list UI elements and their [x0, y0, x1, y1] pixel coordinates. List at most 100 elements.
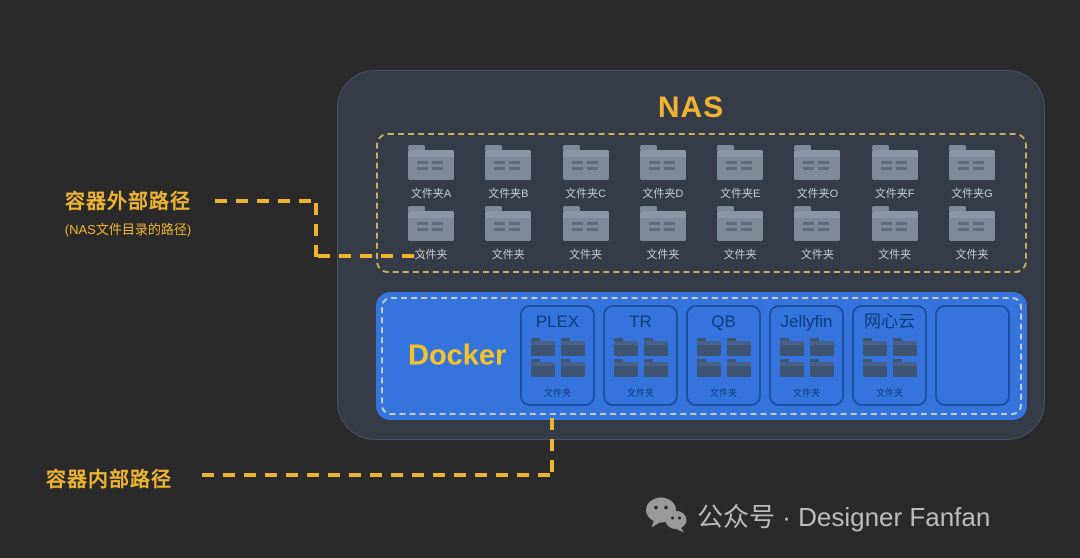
container-name: PLEX: [535, 312, 580, 331]
folder-icon: [717, 206, 764, 242]
container-folder-label: 文件夹: [543, 388, 571, 398]
container-folder-grid: [779, 338, 834, 377]
container-folder-grid: [862, 338, 917, 377]
container-folder-grid: [530, 338, 585, 377]
connector-external-vertical: [314, 203, 318, 258]
folder-label: 文件夹: [723, 249, 757, 262]
folder-label: 文件夹: [955, 249, 989, 262]
small-folder-icon: [696, 338, 721, 356]
container-name: Jellyfin: [780, 312, 833, 331]
small-folder-icon: [613, 338, 638, 356]
small-folder-icon: [613, 359, 638, 377]
folder-item: 文件夹A: [394, 144, 468, 201]
container-folder-label: 文件夹: [792, 388, 820, 398]
docker-container-Jellyfin: Jellyfin 文件夹: [769, 305, 844, 406]
folder-label: 文件夹: [878, 249, 912, 262]
small-folder-icon: [530, 338, 555, 356]
folder-icon: [562, 144, 609, 180]
folder-label: 文件夹: [800, 249, 834, 262]
folder-item: 文件夹E: [703, 144, 777, 201]
folder-label: 文件夹C: [565, 187, 607, 200]
small-folder-icon: [779, 338, 804, 356]
folder-item: 文件夹F: [858, 144, 932, 201]
folder-item: 文件夹D: [626, 144, 700, 201]
folder-icon: [408, 144, 454, 180]
connector-internal-vertical: [550, 418, 554, 473]
small-folder-icon: [779, 359, 804, 377]
folder-label: 文件夹: [491, 249, 525, 262]
connector-external-horizontal-2: [318, 254, 424, 258]
small-folder-icon: [726, 359, 751, 377]
nas-folder-row-top: 文件夹A 文件夹B 文件夹C 文件夹D 文件夹E 文件夹O 文件夹F 文件夹G: [388, 144, 1015, 201]
docker-title: Docker: [408, 339, 507, 372]
small-folder-icon: [809, 359, 834, 377]
folder-item: 文件夹C: [549, 144, 623, 201]
container-folder-label: 文件夹: [875, 388, 903, 398]
small-folder-icon: [726, 338, 751, 356]
folder-label: 文件夹: [569, 249, 603, 262]
nas-title: NAS: [657, 91, 725, 124]
folder-item: 文件夹G: [935, 144, 1009, 201]
folder-item: 文件夹: [471, 205, 545, 262]
folder-icon: [408, 206, 454, 242]
folder-item: 文件夹O: [780, 144, 854, 201]
folder-icon: [794, 206, 841, 242]
docker-container-PLEX: PLEX 文件夹: [520, 305, 595, 406]
folder-icon: [562, 206, 609, 242]
folder-icon: [871, 206, 918, 242]
small-folder-icon: [892, 338, 917, 356]
folder-icon: [717, 144, 764, 180]
small-folder-icon: [809, 338, 834, 356]
annotation-external-title: 容器外部路径: [65, 191, 191, 213]
container-folder-label: 文件夹: [709, 388, 737, 398]
small-folder-icon: [643, 359, 668, 377]
docker-container-网心云: 网心云文件夹: [852, 305, 927, 406]
folder-item: 文件夹: [780, 205, 854, 262]
footer-brand-text: 公众号 · Designer Fanfan: [697, 501, 991, 532]
folder-icon: [794, 144, 841, 180]
folder-icon: [639, 206, 686, 242]
folder-item: 文件夹: [394, 205, 468, 262]
small-folder-icon: [862, 359, 887, 377]
container-folder-grid: [696, 338, 751, 377]
folder-label: 文件夹: [414, 249, 448, 262]
small-folder-icon: [560, 338, 585, 356]
small-folder-icon: [530, 359, 555, 377]
container-folder-label: 文件夹: [626, 388, 654, 398]
folder-label: 文件夹G: [951, 187, 993, 200]
docker-container-empty: [935, 305, 1010, 406]
folder-icon: [639, 144, 686, 180]
nas-folder-area: 文件夹A 文件夹B 文件夹C 文件夹D 文件夹E 文件夹O 文件夹F 文件夹G 文件夹 文件夹 文…: [376, 133, 1027, 273]
annotation-internal-path: 容器内部路径: [46, 463, 172, 492]
container-name: 网心云: [864, 312, 915, 331]
folder-item: 文件夹: [703, 205, 777, 262]
nas-folder-row-bottom: 文件夹文件夹文件夹文件夹文件夹文件夹文件夹文件夹: [388, 205, 1015, 262]
folder-label: 文件夹A: [410, 187, 452, 200]
folder-item: 文件夹: [935, 205, 1009, 262]
folder-label: 文件夹E: [719, 187, 761, 200]
folder-label: 文件夹F: [874, 187, 915, 200]
small-folder-icon: [892, 359, 917, 377]
footer-brand: 公众号 · Designer Fanfan: [645, 496, 990, 534]
nas-box: NAS 文件夹A 文件夹B 文件夹C 文件夹D 文件夹E 文件夹O 文件夹F 文件夹G 文件夹…: [337, 70, 1045, 440]
wechat-icon: [646, 497, 687, 533]
folder-label: 文件夹O: [796, 187, 839, 200]
small-folder-icon: [560, 359, 585, 377]
folder-icon: [948, 144, 995, 180]
folder-item: 文件夹: [549, 205, 623, 262]
container-folder-grid: [613, 338, 668, 377]
connector-internal-horizontal: [202, 473, 554, 477]
folder-label: 文件夹B: [488, 187, 529, 200]
folder-label: 文件夹D: [642, 187, 684, 200]
folder-item: 文件夹B: [471, 144, 545, 201]
connector-external-horizontal-1: [215, 199, 318, 203]
small-folder-icon: [696, 359, 721, 377]
annotation-external-subtitle: (NAS文件目录的路径): [64, 222, 192, 237]
annotation-internal-title: 容器内部路径: [46, 469, 172, 491]
small-folder-icon: [643, 338, 668, 356]
annotation-external-path: 容器外部路径 (NAS文件目录的路径): [44, 185, 212, 238]
small-folder-icon: [862, 338, 887, 356]
